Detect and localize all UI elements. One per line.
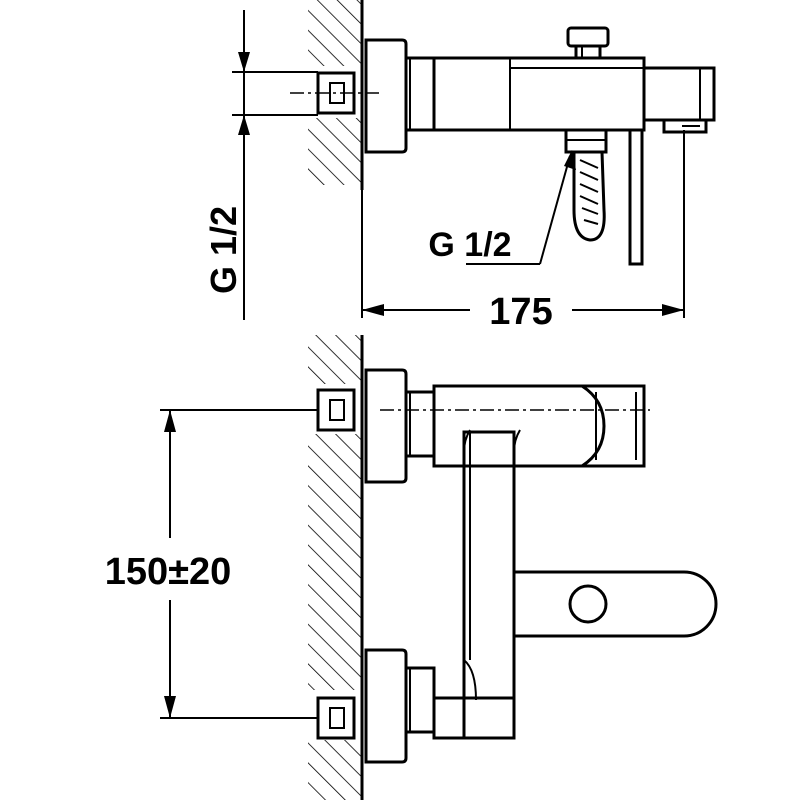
thread-dimension-vertical: G 1/2 xyxy=(203,10,256,320)
spacing-label: 150±20 xyxy=(105,551,232,593)
projection-dimension: 175 xyxy=(361,130,685,333)
lever-side xyxy=(628,128,644,266)
escutcheon-top xyxy=(364,38,436,154)
connecting-bar xyxy=(462,430,516,740)
outlet-thread-callout: G 1/2 xyxy=(428,150,576,265)
projection-label: 175 xyxy=(489,291,552,333)
wall-hatching-bottom xyxy=(300,335,370,800)
thread-size-label-outlet: G 1/2 xyxy=(428,226,511,264)
upper-inlet-fitting xyxy=(160,368,650,484)
front-view: 150±20 xyxy=(105,335,718,800)
lever-front xyxy=(514,570,718,638)
side-view: G 1/2 G 1/2 175 xyxy=(203,0,716,333)
thread-size-label-vertical: G 1/2 xyxy=(203,206,244,294)
mixer-lower-body xyxy=(432,696,516,740)
spacing-dimension: 150±20 xyxy=(105,410,232,718)
mixer-body-front xyxy=(432,384,646,468)
diverter-knob xyxy=(566,26,610,60)
lower-inlet-fitting xyxy=(160,648,436,764)
mixer-body-top xyxy=(432,56,716,134)
wall-hatching-top xyxy=(300,0,370,190)
hose-connector xyxy=(564,128,608,242)
